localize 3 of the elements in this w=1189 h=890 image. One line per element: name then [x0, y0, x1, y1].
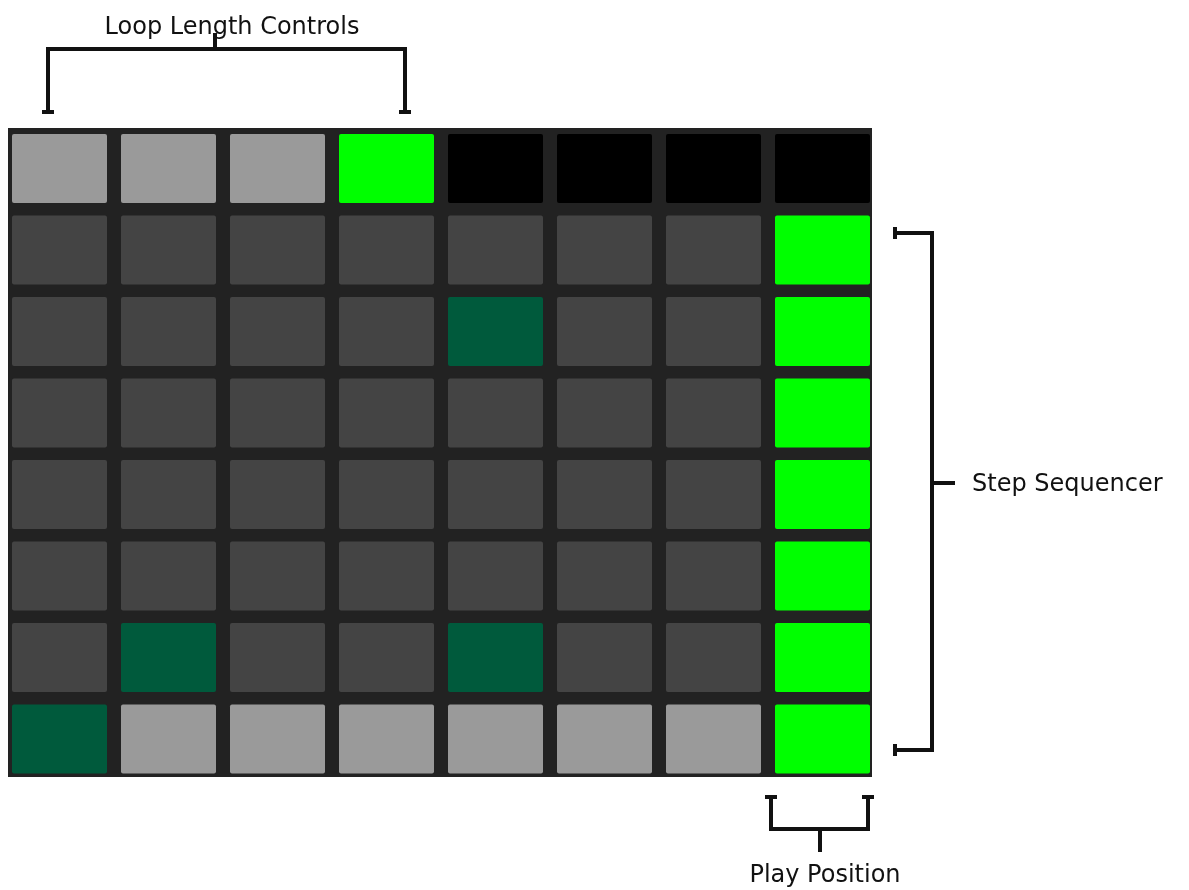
- bracket-label: Loop Length Controls: [104, 14, 360, 38]
- bracket-label: Play Position: [749, 862, 901, 886]
- bracket-label: Step Sequencer: [972, 471, 1163, 495]
